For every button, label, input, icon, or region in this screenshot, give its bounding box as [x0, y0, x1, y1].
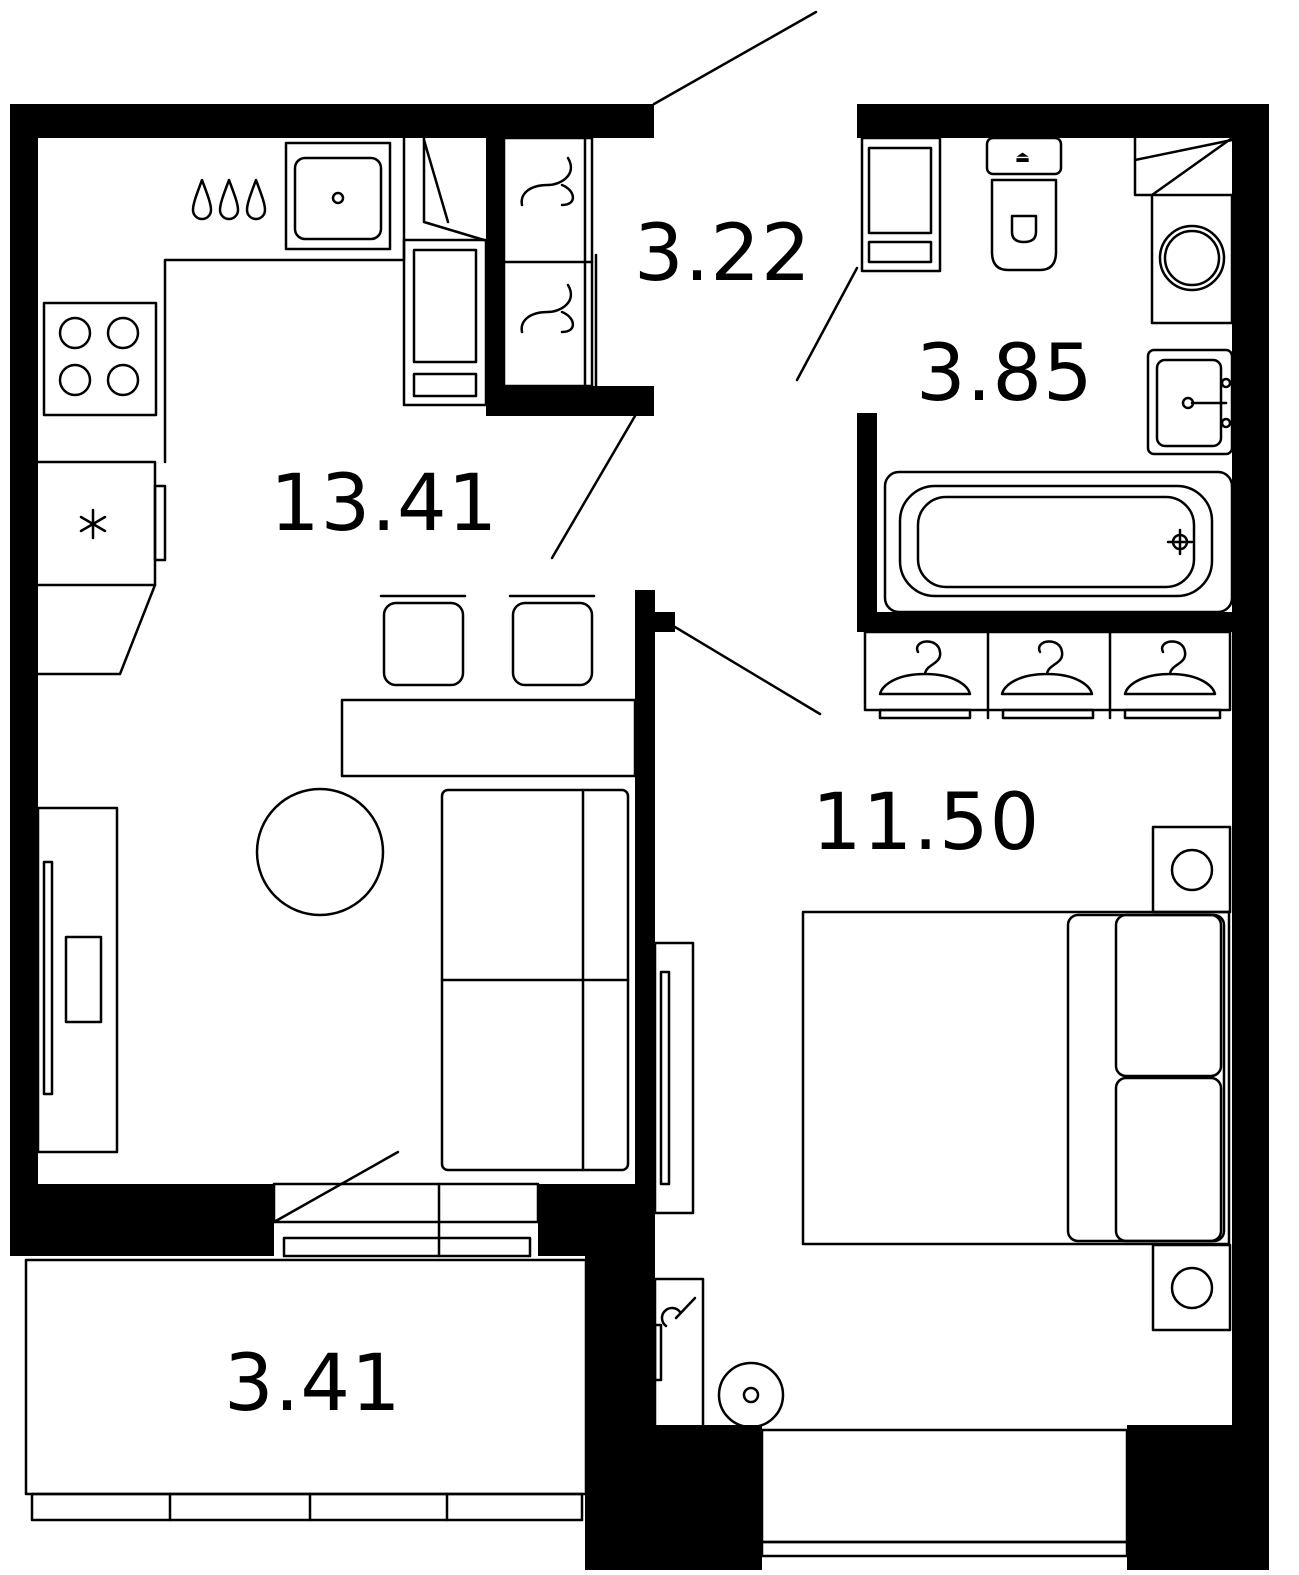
washing-machine-cabinet [860, 136, 942, 273]
drain-icon [331, 191, 345, 205]
kitchen-door[interactable] [550, 414, 637, 560]
toilet-bowl [990, 178, 1058, 272]
burner-icon [106, 316, 140, 350]
bedroom-window-sill [760, 1540, 1129, 1558]
nightstand [1151, 825, 1232, 914]
floor-lamp [717, 1361, 785, 1429]
balcony-rail [30, 1492, 584, 1522]
wall-closet-divider [486, 104, 504, 404]
wardrobe-drawer [412, 372, 478, 398]
sink-tap [1220, 377, 1232, 389]
toilet-flush-icon: ⏏ [1015, 147, 1030, 166]
tv-stand [36, 806, 119, 1154]
hanger-icon [878, 640, 972, 696]
desk-edge [653, 1323, 663, 1382]
balcony-door[interactable] [272, 1150, 400, 1224]
hanger-icon [520, 283, 575, 334]
washing-machine-panel [867, 240, 933, 264]
nightstand [1151, 1243, 1232, 1332]
wall-right [1232, 104, 1269, 1570]
wardrobe-door [412, 248, 478, 364]
bedroom-door[interactable] [673, 625, 822, 716]
wall-bottom-right-b [1127, 1425, 1269, 1570]
bedroom-tv [659, 970, 671, 1186]
bar-stool [382, 601, 465, 687]
wardrobe-opening [422, 136, 486, 242]
lamp-icon [1170, 1266, 1214, 1310]
bathroom-door[interactable] [795, 266, 859, 382]
room-area-living-kitchen: 13.41 [270, 459, 499, 549]
floor-lamp-center [742, 1386, 760, 1404]
bathtub [883, 470, 1234, 614]
water-drop-icon [218, 178, 240, 221]
washer-drum-inner [1163, 229, 1221, 287]
room-area-balcony: 3.41 [224, 1339, 402, 1429]
wall-bedroom-left [635, 590, 655, 1570]
sink-tap [1220, 417, 1232, 429]
wall-bath-bottom [857, 612, 1269, 632]
washer [1150, 193, 1234, 325]
bathroom-sink [1146, 348, 1234, 456]
wall-left [10, 104, 38, 1184]
wall-closet-bottom [486, 386, 654, 416]
balcony-door-frame [272, 1182, 540, 1224]
wall-bottom-right-a [585, 1425, 762, 1570]
kitchen-sink [284, 141, 392, 251]
water-drop-icon [245, 178, 267, 221]
cooktop [42, 301, 158, 417]
shower-edge [1133, 138, 1234, 162]
wardrobe-unit [402, 238, 488, 407]
entrance-door[interactable] [652, 10, 818, 106]
snowflake-icon [79, 508, 107, 540]
pillow [1114, 913, 1223, 1078]
wall-bath-left [857, 413, 877, 630]
wall-bottom-left [10, 1184, 274, 1256]
bedroom-window [760, 1428, 1129, 1544]
wall-bath-left-upper [857, 104, 877, 134]
shower-corner [1133, 136, 1234, 197]
kitchen-sink-basin [293, 156, 383, 241]
oven-handle [153, 484, 167, 562]
hanger-icon [1000, 640, 1094, 696]
kitchen-counter-top [163, 136, 406, 464]
bed [801, 910, 1231, 1246]
tv-panel [42, 860, 54, 1096]
kitchen-counter [36, 460, 157, 676]
bathtub-basin [916, 495, 1196, 589]
bar-stool [511, 601, 594, 687]
lamp-icon [1170, 848, 1214, 892]
balcony-door-sill [282, 1236, 532, 1258]
desk-lamp-icon [660, 1296, 697, 1328]
washing-machine-door [867, 146, 933, 235]
wall-bedroom-stub [635, 612, 675, 632]
toilet-seat [1010, 214, 1038, 244]
bar-counter [340, 698, 637, 778]
hanger-icon [1123, 640, 1217, 696]
burner-icon [106, 363, 140, 397]
bathtub-inner [898, 484, 1214, 598]
room-area-hallway: 3.22 [634, 209, 812, 299]
room-area-bedroom: 11.50 [812, 778, 1041, 868]
toilet-tank [985, 136, 1063, 176]
water-drop-icon [191, 178, 213, 221]
burner-icon [58, 316, 92, 350]
tv-screen [64, 935, 103, 1024]
room-area-bathroom: 3.85 [916, 329, 1094, 419]
wall-top-left [10, 104, 654, 138]
pillow [1114, 1076, 1223, 1243]
burner-icon [58, 363, 92, 397]
round-table [255, 787, 385, 917]
wardrobe-opening-line [422, 138, 450, 224]
washer-drum [1158, 224, 1226, 292]
wall-top-right [857, 104, 1269, 138]
hanger-icon [520, 156, 575, 207]
bedroom-dresser [653, 941, 695, 1215]
